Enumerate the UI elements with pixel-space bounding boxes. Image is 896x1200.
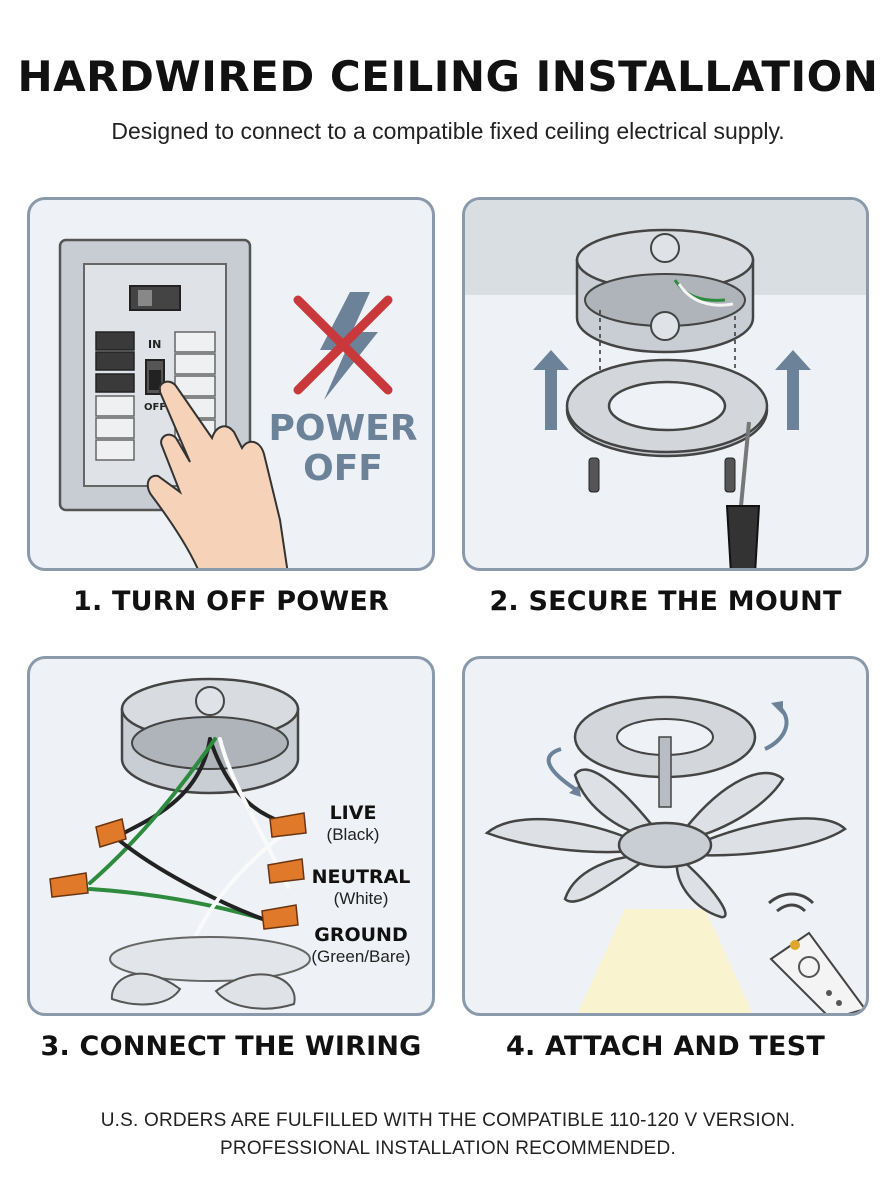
step-3-panel: LIVE (Black) NEUTRAL (White) GROUND (Gre… — [27, 656, 435, 1016]
breaker-panel-icon: IN OFF — [58, 238, 252, 512]
step-1-caption: 1. TURN OFF POWER — [73, 586, 389, 617]
page-title: HARDWIRED CEILING INSTALLATION — [17, 52, 879, 101]
hand-icon — [146, 380, 289, 568]
power-label-line2: OFF — [303, 448, 383, 489]
power-label-line1: POWER — [268, 408, 417, 449]
wire-live-label: LIVE — [330, 802, 377, 824]
footer-line-2: PROFESSIONAL INSTALLATION RECOMMENDED. — [220, 1138, 676, 1159]
wire-neutral-color: (White) — [334, 889, 389, 908]
step-2-panel — [462, 197, 869, 571]
step-4-panel — [462, 656, 869, 1016]
ceiling-fan-icon — [109, 936, 311, 1010]
junction-box-icon — [575, 228, 755, 354]
footer-line-1: U.S. ORDERS ARE FULFILLED WITH THE COMPA… — [100, 1110, 796, 1131]
ceiling-fan-icon — [484, 768, 847, 919]
wire-live-color: (Black) — [327, 825, 380, 844]
wire-ground-label: GROUND — [314, 924, 407, 946]
screwdriver-icon — [725, 421, 761, 568]
step-1-panel: IN OFF POWER OFF — [27, 197, 435, 571]
breaker-on-label: IN — [148, 338, 161, 351]
mounting-plate-icon — [573, 695, 757, 808]
mounting-plate-icon — [565, 358, 769, 458]
breaker-off-label: OFF — [144, 402, 166, 413]
no-power-icon — [293, 292, 393, 400]
remote-control-icon — [768, 892, 866, 1013]
step-3-caption: 3. CONNECT THE WIRING — [40, 1031, 422, 1062]
wire-neutral-label: NEUTRAL — [312, 866, 411, 888]
page-subtitle: Designed to connect to a compatible fixe… — [111, 118, 785, 144]
junction-box-icon — [120, 677, 300, 795]
step-4-caption: 4. ATTACH AND TEST — [506, 1031, 825, 1062]
wire-ground-color: (Green/Bare) — [311, 947, 410, 966]
step-2-caption: 2. SECURE THE MOUNT — [489, 586, 842, 617]
wire-nut-icon — [49, 812, 307, 930]
